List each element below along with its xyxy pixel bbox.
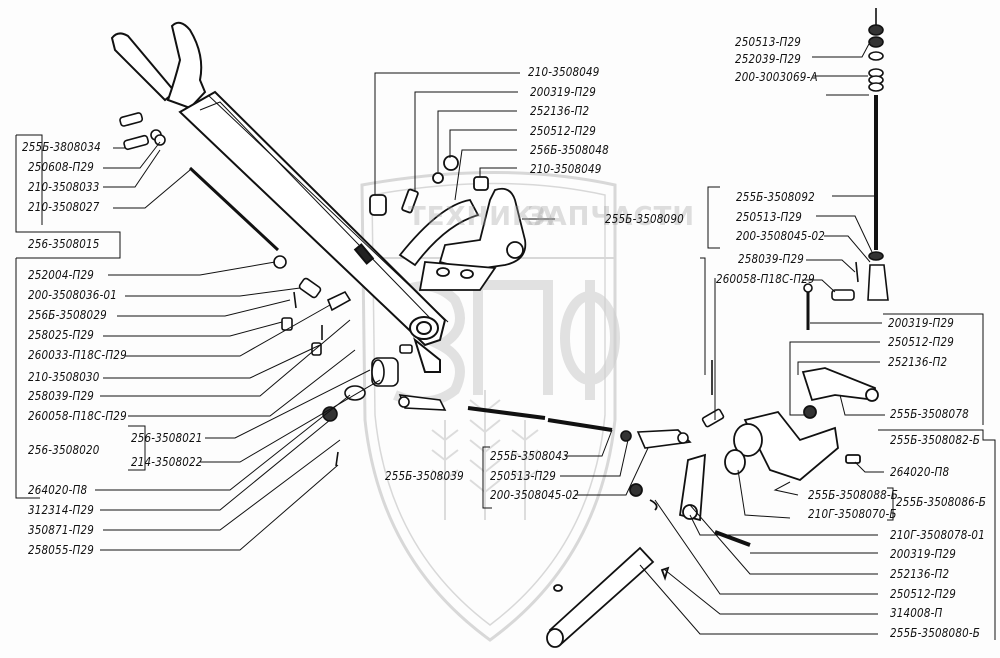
part-label: 250512-П29 — [530, 123, 597, 138]
part-label: 252136-П2 — [530, 103, 590, 118]
part-label: 256-3508021 — [131, 430, 203, 445]
sector-bracket — [369, 155, 527, 291]
part-label: 255Б-3808034 — [22, 139, 101, 154]
part-label: 255Б-3508082-Б — [890, 432, 981, 447]
part-label: 255Б-3508090 — [605, 211, 684, 226]
watermark-right-word: ЗАПЧАСТИ — [527, 202, 696, 232]
left-small-parts — [119, 112, 413, 467]
part-label: 256Б-3508048 — [530, 142, 609, 157]
part-label: 250608-П29 — [28, 159, 95, 174]
part-label: 256-3508020 — [28, 442, 100, 457]
part-label: 200-3003069-А — [735, 69, 818, 84]
part-label: 264020-П8 — [28, 482, 88, 497]
part-label: 350871-П29 — [28, 522, 95, 537]
pull-rod — [188, 166, 280, 252]
part-label: 255Б-3508080-Б — [890, 625, 981, 640]
vertical-rod-assembly — [701, 8, 889, 428]
part-label: 200-3508036-01 — [28, 287, 118, 302]
part-label: 252136-П2 — [888, 354, 948, 369]
part-label: 210-3508027 — [28, 199, 100, 214]
part-label: 252039-П29 — [735, 51, 802, 66]
adjusting-rod-assembly — [398, 394, 692, 449]
bellcrank-assembly — [546, 367, 879, 648]
part-label: 200-3508045-02 — [490, 487, 580, 502]
part-label: 258039-П29 — [28, 388, 95, 403]
part-label: 255Б-3508086-Б — [896, 494, 987, 509]
part-label: 258025-П29 — [28, 327, 95, 342]
part-label: 200319-П29 — [530, 84, 597, 99]
part-label: 200319-П29 — [888, 315, 955, 330]
part-label: 255Б-3508039 — [385, 468, 464, 483]
part-label: 250512-П29 — [890, 586, 957, 601]
part-label: 256-3508015 — [28, 236, 100, 251]
part-label: 250513-П29 — [735, 34, 802, 49]
part-label: 255Б-3508088-Б — [808, 487, 899, 502]
part-label: 210Г-3508078-01 — [890, 527, 985, 542]
part-label: 250513-П29 — [490, 468, 557, 483]
part-label: 250512-П29 — [888, 334, 955, 349]
part-label: 256Б-3508029 — [28, 307, 107, 322]
part-label: 260058-П18С-П29 — [28, 408, 127, 423]
part-label: 260058-П18С-П29 — [716, 271, 815, 286]
part-label: 210-3508049 — [530, 161, 602, 176]
part-label: 255Б-3508043 — [490, 448, 569, 463]
part-label: 255Б-3508078 — [890, 406, 969, 421]
part-label: 210-3508049 — [528, 64, 600, 79]
part-label: 200319-П29 — [890, 546, 957, 561]
part-label: 264020-П8 — [890, 464, 950, 479]
part-label: 200-3508045-02 — [736, 228, 826, 243]
part-label: 252136-П2 — [890, 566, 950, 581]
parking-brake-lever — [110, 21, 449, 373]
part-label: 210-3508030 — [28, 369, 100, 384]
leader-lines — [15, 41, 996, 640]
part-label: 312314-П29 — [28, 502, 95, 517]
watermark-wheat — [431, 390, 539, 520]
part-label: 210Г-3508070-Б — [808, 506, 897, 521]
part-label: 258039-П29 — [738, 251, 805, 266]
part-label: 250513-П29 — [736, 209, 803, 224]
watermark-left-word: ТЕХНИКА — [408, 202, 556, 232]
part-label: 255Б-3508092 — [736, 189, 815, 204]
part-label: 314008-П — [890, 605, 943, 620]
part-label: 258055-П29 — [28, 542, 95, 557]
part-label: 252004-П29 — [28, 267, 95, 282]
part-label: 210-3508033 — [28, 179, 100, 194]
part-label: 214-3508022 — [131, 454, 203, 469]
part-label: 260033-П18С-П29 — [28, 347, 127, 362]
